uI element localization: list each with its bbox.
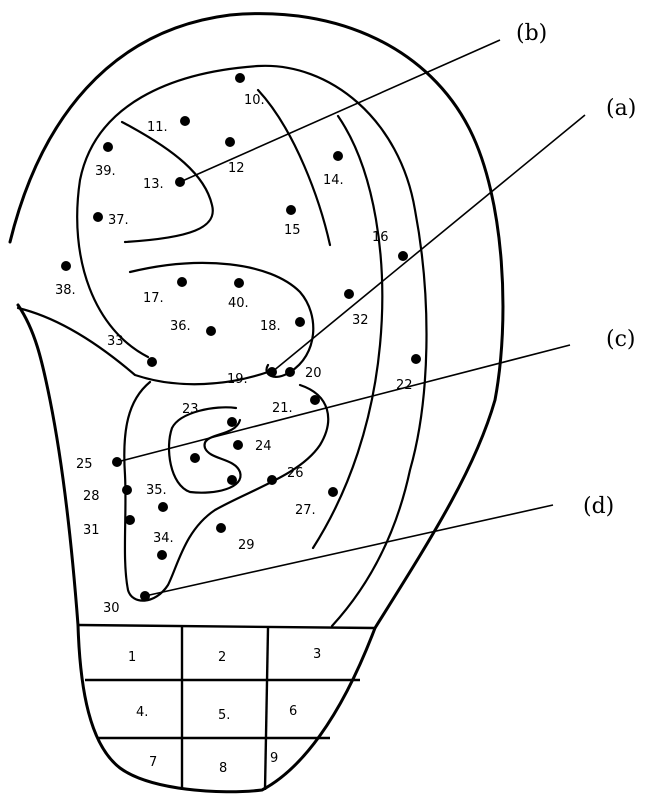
acupoint-label-33: 33 — [107, 334, 124, 349]
acupoint-dot-34 — [157, 550, 167, 560]
lobe-zone-label-1: 1 — [128, 650, 136, 665]
acupoint-dot-14 — [333, 151, 343, 161]
acupoint-label-29: 29 — [238, 538, 255, 553]
acupoint-label-28: 28 — [83, 489, 100, 504]
acupoint-label-17: 17. — [143, 291, 164, 306]
acupoint-dot-33 — [147, 357, 157, 367]
acupoint-dot-36 — [206, 326, 216, 336]
acupoint-dot-31 — [125, 515, 135, 525]
acupoint-label-30: 30 — [103, 601, 120, 616]
triangular-fossa-curve — [122, 122, 213, 242]
acupoint-dot-29 — [216, 523, 226, 533]
acupoint-dot-24 — [233, 440, 243, 450]
acupoint-label-16: 16 — [372, 230, 389, 245]
acupoint-dot-28 — [122, 485, 132, 495]
lobe-zone-label-2: 2 — [218, 650, 226, 665]
acupoint-label-13: 13. — [143, 177, 164, 192]
lobe-zone-label-3: 3 — [313, 647, 321, 662]
acupoint-dot-17 — [177, 277, 187, 287]
lobe-zone-label-5: 5. — [218, 708, 230, 723]
acupoint-label-21: 21. — [272, 401, 293, 416]
notch-dot-1 — [190, 453, 200, 463]
acupoint-dot-40 — [234, 278, 244, 288]
acupoint-label-34: 34. — [153, 531, 174, 546]
acupoint-dot-13 — [175, 177, 185, 187]
acupoint-dot-37 — [93, 212, 103, 222]
acupoint-label-31: 31 — [83, 523, 100, 538]
acupoint-dot-19 — [267, 367, 277, 377]
acupoint-label-25: 25 — [76, 457, 93, 472]
notch-dot-2 — [227, 475, 237, 485]
callout-label-d: (d) — [583, 494, 614, 519]
acupoint-label-19: 19. — [227, 372, 248, 387]
acupoint-label-12: 12 — [228, 161, 245, 176]
acupoint-dot-15 — [286, 205, 296, 215]
ear-front-contour — [18, 305, 78, 625]
acupoint-dot-21 — [310, 395, 320, 405]
acupoint-dot-12 — [225, 137, 235, 147]
acupoint-dot-30 — [140, 591, 150, 601]
lobe-zone-label-7: 7 — [149, 755, 157, 770]
acupoint-label-36: 36. — [170, 319, 191, 334]
acupoint-label-22: 22 — [396, 378, 413, 393]
acupoint-dot-39 — [103, 142, 113, 152]
acupoint-dot-35 — [158, 502, 168, 512]
callout-label-c: (c) — [606, 327, 636, 352]
lobe-zone-label-4: 4. — [136, 705, 148, 720]
acupoint-label-18: 18. — [260, 319, 281, 334]
lobe-zone-label-8: 8 — [219, 761, 227, 776]
acupoint-label-27: 27. — [295, 503, 316, 518]
lobe-zone-labels: 1 2 3 4. 5. 6 7 8 9 — [128, 647, 321, 776]
callout-label-b: (b) — [516, 21, 547, 46]
acupoint-dot-27 — [328, 487, 338, 497]
acupoint-dot-23 — [227, 417, 237, 427]
acupoint-label-11: 11. — [147, 120, 168, 135]
acupoint-dot-11 — [180, 116, 190, 126]
acupoint-label-20: 20 — [305, 366, 322, 381]
acupoints: 10. 11. 12 13. 14. 15 16 17. 18. 19. 20 21. 22 23 24 25… — [55, 73, 421, 616]
acupoint-label-38: 38. — [55, 283, 76, 298]
acupoint-label-40: 40. — [228, 296, 249, 311]
acupoint-dot-10 — [235, 73, 245, 83]
acupoint-dot-16 — [398, 251, 408, 261]
crus-boundary — [258, 90, 330, 245]
acupoint-label-23: 23 — [182, 402, 199, 417]
acupoint-label-15: 15 — [284, 223, 301, 238]
acupoint-dot-20 — [285, 367, 295, 377]
acupoint-label-32: 32 — [352, 313, 369, 328]
acupoint-dot-22 — [411, 354, 421, 364]
acupoint-dot-26 — [267, 475, 277, 485]
acupoint-dot-38 — [61, 261, 71, 271]
acupoint-label-26: 26 — [287, 466, 304, 481]
acupoint-label-39: 39. — [95, 164, 116, 179]
acupoint-label-14: 14. — [323, 173, 344, 188]
lobe-zone-label-6: 6 — [289, 704, 297, 719]
callout-label-a: (a) — [606, 96, 636, 121]
lobe-zone-label-9: 9 — [270, 751, 278, 766]
acupoint-label-37: 37. — [108, 213, 129, 228]
acupoint-dot-25 — [112, 457, 122, 467]
acupoint-label-35: 35. — [146, 483, 167, 498]
callout-labels: (b) (a) (c) (d) — [516, 21, 636, 519]
acupoint-label-10: 10. — [244, 93, 265, 108]
acupoint-label-24: 24 — [255, 439, 272, 454]
acupoint-dot-18 — [295, 317, 305, 327]
acupoint-dot-32 — [344, 289, 354, 299]
